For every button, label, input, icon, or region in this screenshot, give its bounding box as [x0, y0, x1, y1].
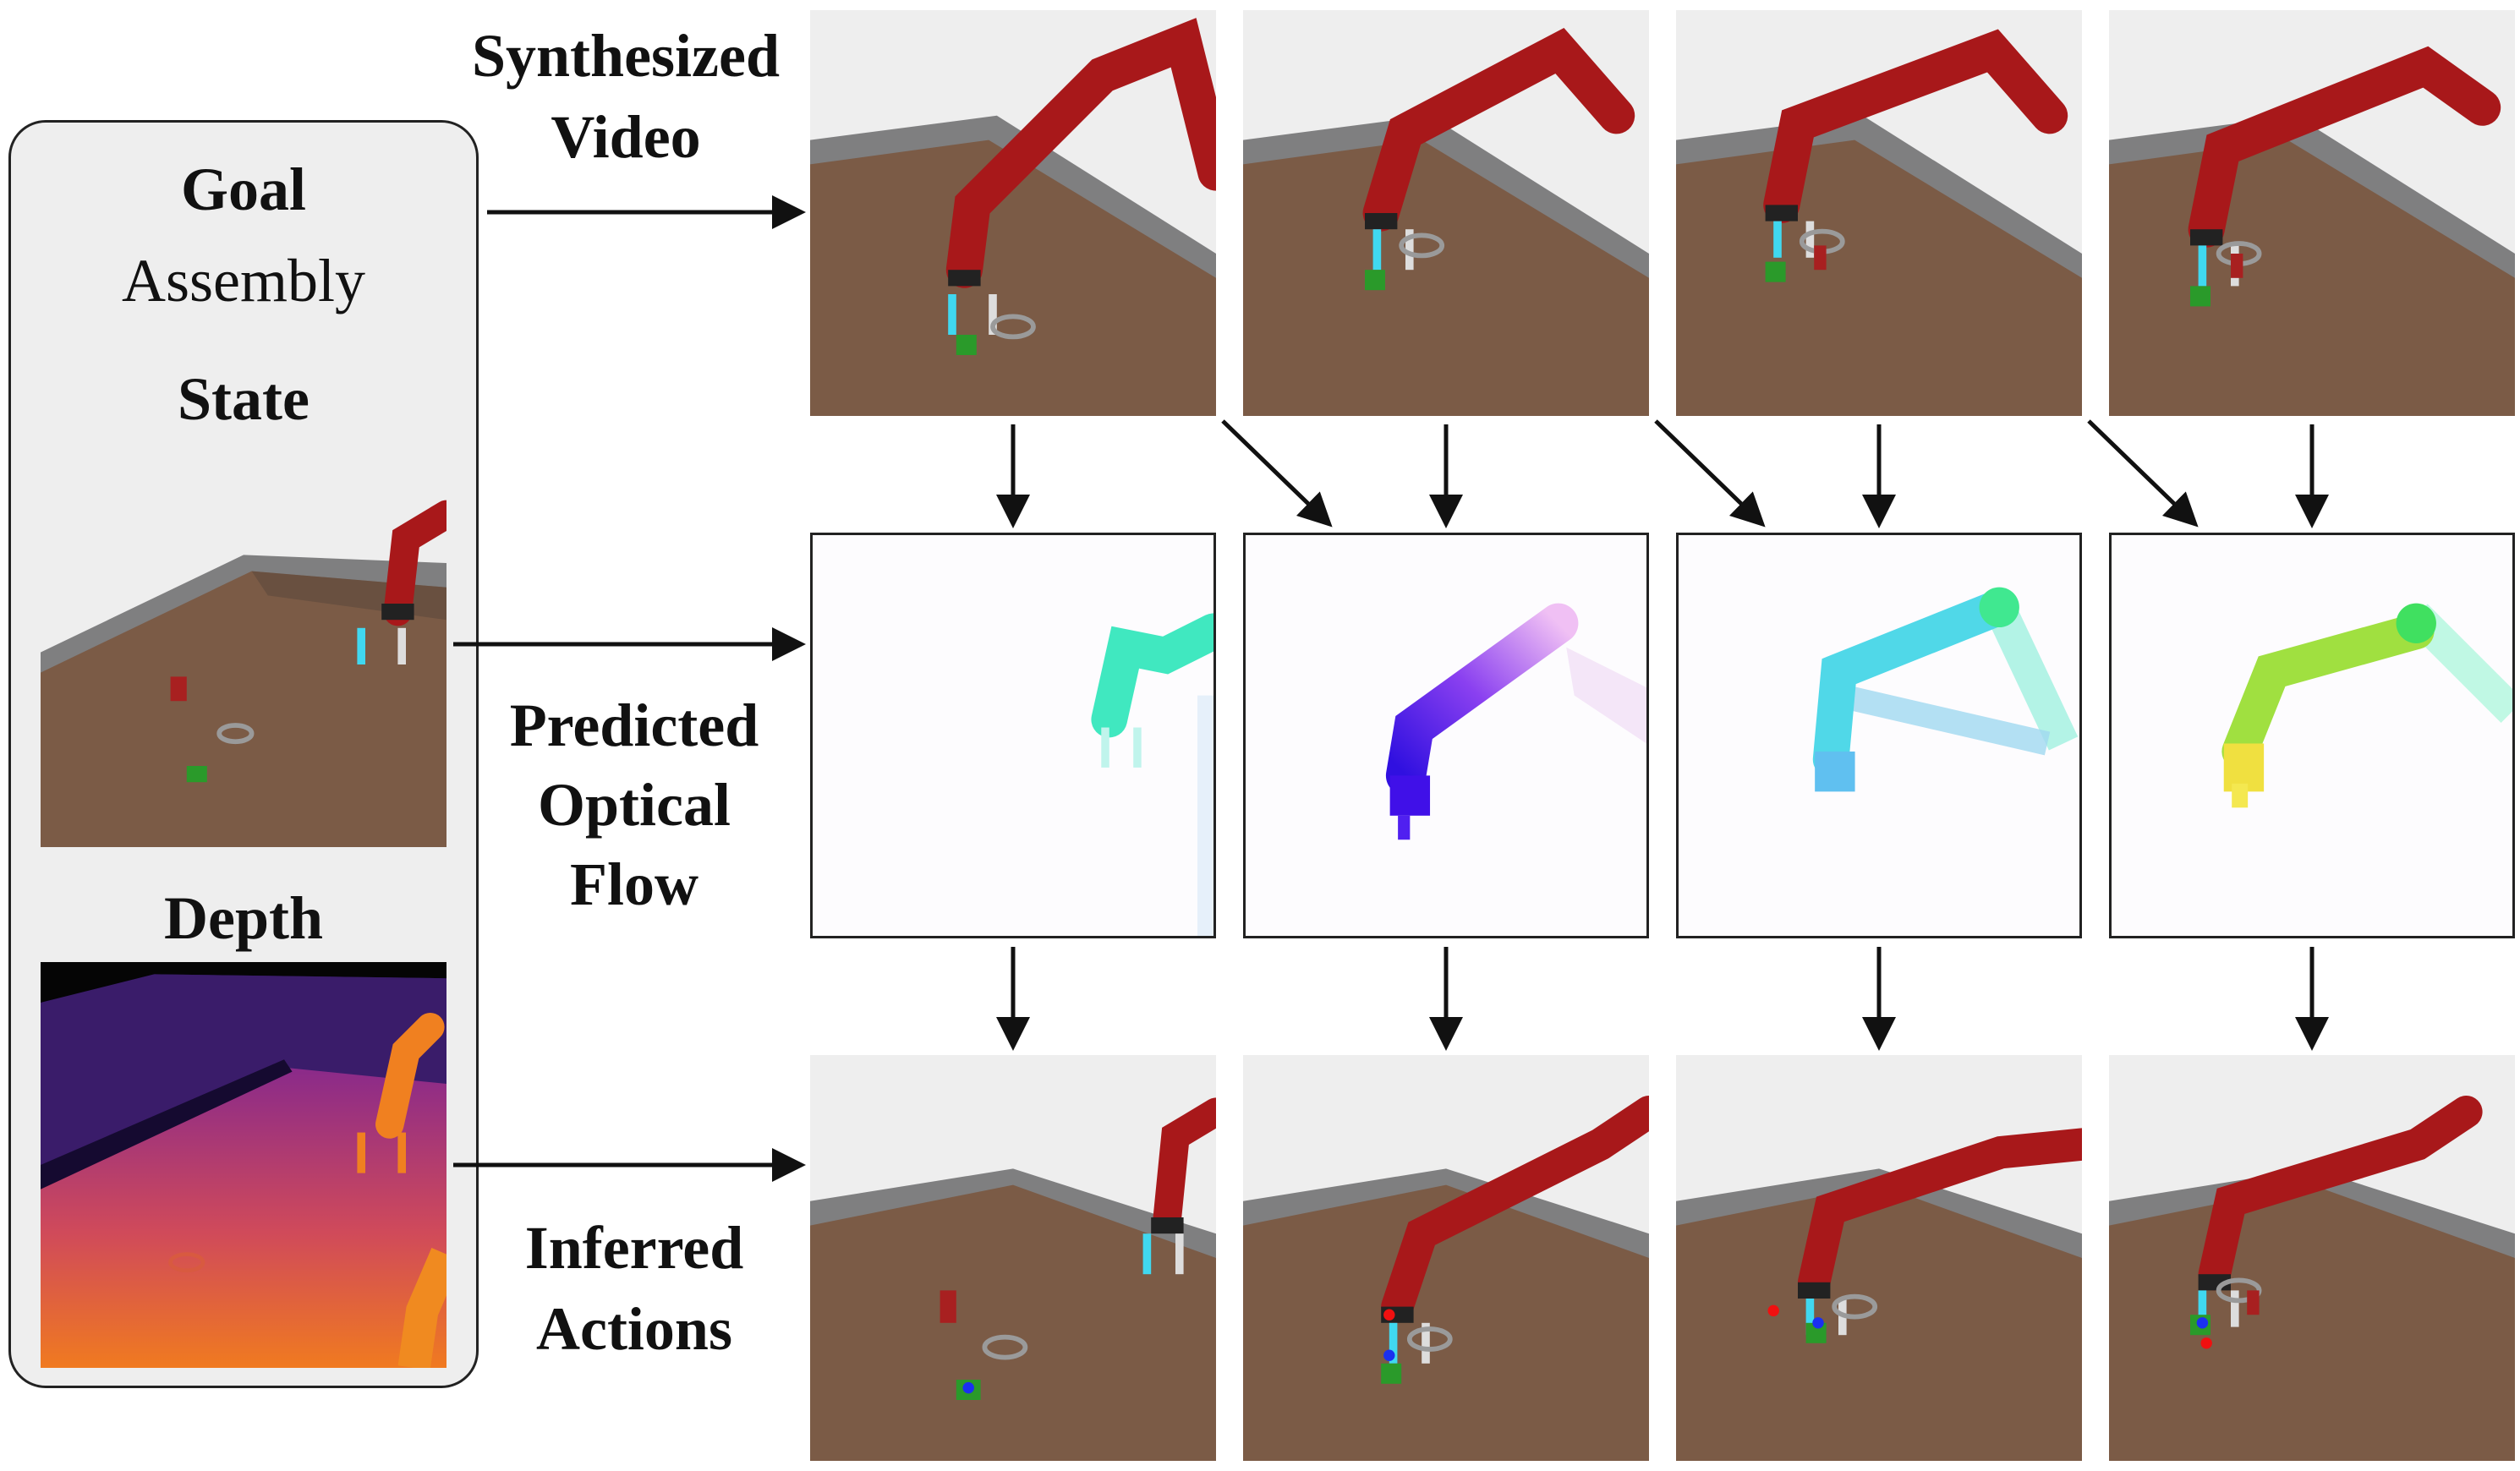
synthesized-frame-4 [2109, 10, 2515, 416]
goal-heading: Goal [180, 156, 306, 223]
synthesized-frame-3 [1676, 10, 2082, 416]
video2-to-flow3-arrow [1654, 419, 1766, 528]
flow-label-line2: Optical [538, 771, 731, 839]
state-image [41, 441, 446, 847]
synthesized-label-line2: Video [551, 103, 701, 171]
depth-heading: Depth [163, 884, 323, 952]
action-frame-3 [1676, 1055, 2082, 1461]
state-heading: State [178, 365, 310, 433]
depth-image [41, 962, 446, 1368]
video3-to-flow4-arrow [2087, 419, 2199, 528]
action-frame-2 [1243, 1055, 1649, 1461]
flow-label-line1: Predicted [509, 692, 759, 759]
video1-to-flow2-arrow [1221, 419, 1333, 528]
goal-value: Assembly [122, 247, 365, 314]
flow-label-line3: Flow [570, 850, 698, 918]
action-frame-1 [810, 1055, 1216, 1461]
synthesized-frame-2 [1243, 10, 1649, 416]
flow-frame-4 [2109, 533, 2515, 938]
action-frame-4 [2109, 1055, 2515, 1461]
synthesized-frame-1 [810, 10, 1216, 416]
flow-frame-2 [1243, 533, 1649, 938]
synthesized-label-line1: Synthesized [471, 22, 781, 90]
flow-frame-1 [810, 533, 1216, 938]
flow-frame-3 [1676, 533, 2082, 938]
actions-label-line1: Inferred [524, 1214, 744, 1282]
actions-label-line2: Actions [536, 1295, 732, 1363]
